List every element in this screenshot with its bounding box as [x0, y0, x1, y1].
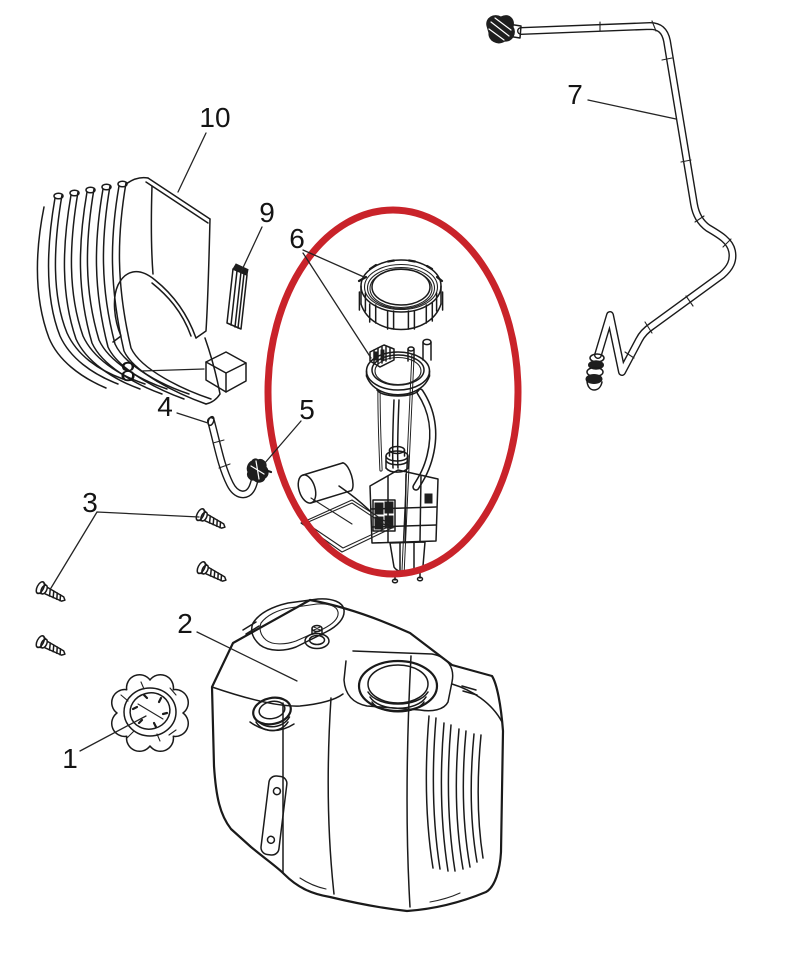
- part-labels: 10 9 6 8 4 5 3 2 1 7: [62, 79, 583, 774]
- part-1-label: 1: [62, 743, 78, 774]
- lock-ring: [357, 259, 444, 331]
- part-6-label: 6: [289, 223, 305, 254]
- part-10-label: 10: [199, 102, 230, 133]
- part-3-screws: [33, 506, 230, 661]
- part-2-label: 2: [177, 608, 193, 639]
- part-8-pad: [205, 351, 247, 393]
- part-9-strip: [226, 263, 249, 330]
- screw-3: [33, 579, 69, 607]
- screw-2: [194, 559, 230, 587]
- part-7-label: 7: [567, 79, 583, 110]
- part-7-fuel-line: [486, 15, 737, 391]
- part-4-hose: [207, 415, 261, 499]
- part-3-label: 3: [82, 487, 98, 518]
- part-5-clamp: [246, 458, 273, 483]
- part-6-pump-assembly: [297, 259, 444, 584]
- part-10-heat-shield: [36, 176, 221, 405]
- screw-4: [33, 633, 69, 661]
- part-1-fuel-cap: [110, 673, 190, 753]
- leader-lines: [50, 99, 677, 752]
- part-8-label: 8: [120, 356, 136, 387]
- pump-module: [297, 338, 439, 584]
- highlight-ellipse: [264, 206, 522, 578]
- part-4-label: 4: [157, 391, 173, 422]
- screw-1: [193, 506, 229, 534]
- part-2-fuel-tank: [210, 598, 505, 913]
- part-9-label: 9: [259, 197, 275, 228]
- part-5-label: 5: [299, 394, 315, 425]
